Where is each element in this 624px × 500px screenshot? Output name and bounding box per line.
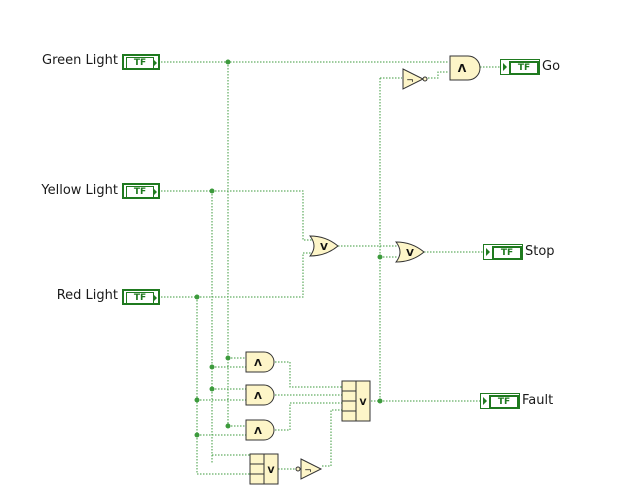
wires [161, 61, 500, 475]
svg-text:Λ: Λ [254, 358, 262, 369]
svg-text:Λ: Λ [458, 62, 467, 75]
label-green-light: Green Light [42, 53, 118, 68]
and-gate-2: Λ [245, 384, 275, 406]
tf-text: TF [126, 57, 154, 69]
arrow-right-icon [483, 397, 487, 405]
svg-text:Λ: Λ [254, 426, 262, 437]
junction-dot [194, 432, 200, 438]
terminal-red-light[interactable]: TF [122, 289, 160, 305]
wire-and1-out [275, 361, 342, 388]
svg-text:Λ: Λ [254, 391, 262, 402]
arrow-right-icon [486, 248, 490, 256]
and-gate-3: Λ [245, 419, 275, 441]
svg-text:V: V [406, 248, 414, 259]
not-gate-bottom: ¬ [295, 458, 323, 480]
wire-and3-out [275, 402, 342, 431]
label-fault: Fault [522, 393, 554, 408]
wire-not-to-and-go [425, 71, 448, 79]
label-stop: Stop [525, 244, 555, 259]
label-red-light: Red Light [56, 288, 118, 303]
terminal-go[interactable]: TF [500, 59, 540, 75]
junction-dot [194, 294, 200, 300]
svg-text:¬: ¬ [406, 76, 414, 86]
svg-text:V: V [360, 398, 367, 408]
arrow-right-icon [503, 63, 507, 71]
and-gate-go: Λ [449, 55, 481, 81]
tf-text: TF [126, 186, 154, 198]
svg-text:V: V [268, 466, 275, 476]
junction-dot [209, 386, 215, 392]
label-yellow-light: Yellow Light [41, 183, 118, 198]
compound-or-gate-small: V [249, 453, 279, 485]
junction-dot [225, 423, 231, 429]
arrow-right-icon [153, 59, 157, 67]
terminal-stop[interactable]: TF [483, 244, 523, 260]
or-gate-1: V [308, 235, 339, 257]
junction-dot [377, 398, 383, 404]
junction-dot [209, 364, 215, 370]
tf-text: TF [126, 292, 154, 304]
junction-dot [209, 188, 215, 194]
terminal-yellow-light[interactable]: TF [122, 183, 160, 199]
not-gate-top: ¬ [402, 68, 428, 90]
junction-dot [377, 254, 383, 260]
terminal-green-light[interactable]: TF [122, 54, 160, 70]
wire-yellow-main [161, 190, 312, 241]
compound-or-gate-fault: V [341, 380, 371, 422]
tf-text: TF [509, 61, 539, 75]
junctions [194, 59, 383, 438]
junction-dot [225, 59, 231, 65]
svg-text:V: V [320, 242, 328, 253]
and-gate-1: Λ [245, 351, 275, 373]
or-gate-2: V [394, 241, 425, 263]
terminal-fault[interactable]: TF [480, 393, 520, 409]
wire-not2-out [322, 409, 342, 467]
arrow-right-icon [153, 188, 157, 196]
arrow-right-icon [153, 294, 157, 302]
tf-text: TF [492, 246, 522, 260]
junction-dot [225, 355, 231, 361]
tf-text: TF [489, 395, 519, 409]
label-go: Go [542, 59, 561, 74]
gates: Λ ¬ V V Λ Λ Λ [245, 55, 481, 485]
wire-red-main [161, 252, 312, 298]
svg-text:¬: ¬ [304, 466, 312, 476]
junction-dot [194, 397, 200, 403]
